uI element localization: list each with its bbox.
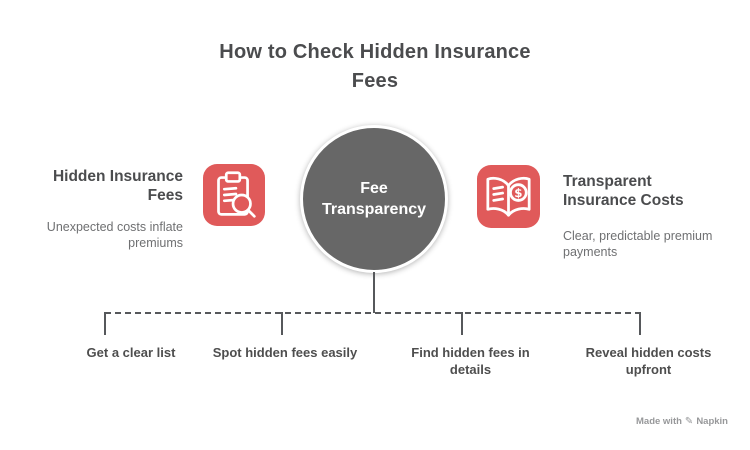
connector-horizontal-dashed-line <box>105 312 641 314</box>
connector-tick-3 <box>461 312 463 335</box>
connector-tick-1 <box>104 312 106 335</box>
step-label-1: Get a clear list <box>86 345 176 360</box>
open-book-dollar-icon: $ <box>477 165 540 228</box>
pen-icon: ✎ <box>684 415 694 427</box>
step-label-2: Spot hidden fees easily <box>212 345 358 360</box>
step-label-3: Find hidden fees in details <box>411 345 530 377</box>
watermark: Made with ✎ Napkin <box>636 416 728 427</box>
connector-tick-4 <box>639 312 641 335</box>
step-label-4: Reveal hidden costs upfront <box>585 345 712 377</box>
center-node-label: Fee Transparency <box>321 180 427 218</box>
dollar-symbol: $ <box>514 186 522 200</box>
clipboard-search-glyph <box>217 171 256 218</box>
connector-tick-2 <box>281 312 283 335</box>
page-title: How to Check Hidden Insurance Fees <box>219 41 531 92</box>
watermark-brand: Napkin <box>696 416 728 427</box>
right-branch-heading: Transparent Insurance Costs <box>563 173 684 209</box>
center-node: Fee Transparency <box>300 125 448 273</box>
clipboard-search-icon <box>203 164 265 226</box>
left-branch-heading: Hidden Insurance Fees <box>52 168 183 204</box>
right-branch-description: Clear, predictable premium payments <box>563 229 713 259</box>
open-book-dollar-glyph: $ <box>486 176 531 217</box>
watermark-prefix: Made with <box>636 416 682 427</box>
connector-stem <box>373 272 375 313</box>
left-branch-description: Unexpected costs inflate premiums <box>46 220 183 250</box>
